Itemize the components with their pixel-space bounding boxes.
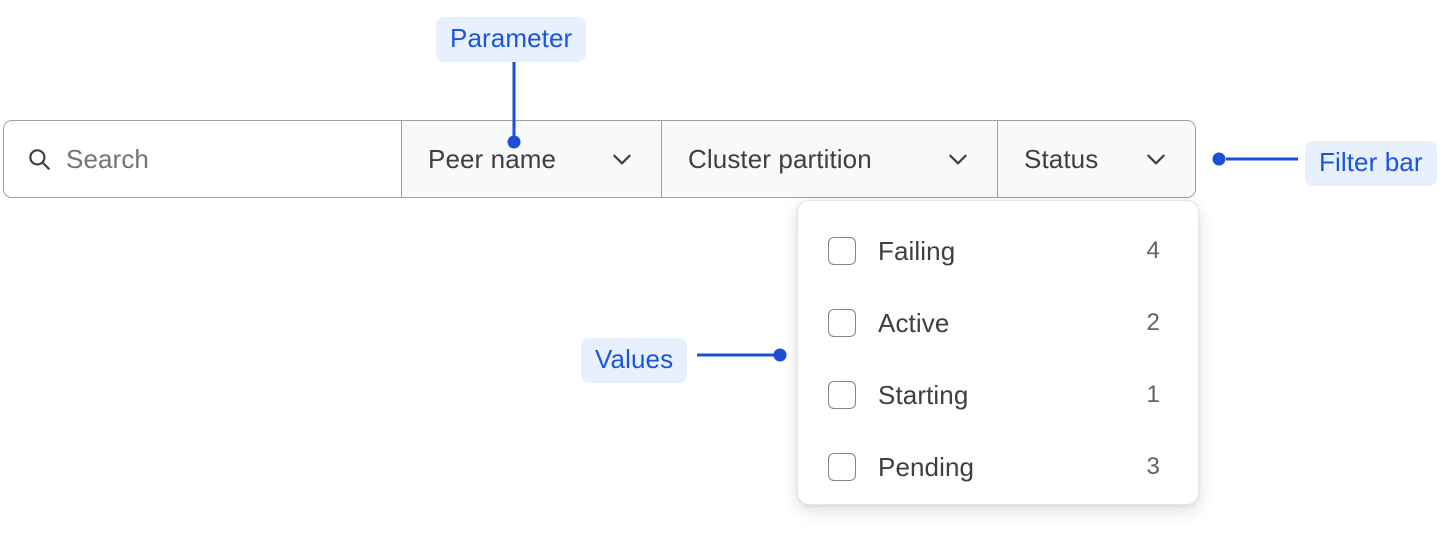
checkbox-starting[interactable] — [828, 381, 856, 409]
option-count-active: 2 — [1146, 309, 1160, 336]
checkbox-active[interactable] — [828, 309, 856, 337]
option-count-failing: 4 — [1146, 237, 1160, 264]
option-label-failing: Failing — [878, 235, 956, 266]
option-label-active: Active — [878, 307, 950, 338]
filter-bar: Search Peer name Cluster partition Statu… — [3, 120, 1196, 198]
checkbox-failing[interactable] — [828, 237, 856, 265]
list-item[interactable]: Pending 3 — [798, 431, 1198, 503]
option-label-pending: Pending — [878, 451, 975, 482]
option-count-starting: 1 — [1146, 381, 1160, 408]
search-icon — [26, 146, 52, 172]
filter-dropdown-cluster-partition[interactable]: Cluster partition — [662, 121, 998, 197]
annotation-label-parameter: Parameter — [436, 17, 587, 62]
search-input-placeholder[interactable]: Search — [66, 143, 149, 174]
filter-label-cluster-partition: Cluster partition — [688, 143, 872, 174]
filter-label-status: Status — [1024, 143, 1099, 174]
chevron-down-icon — [609, 146, 635, 172]
annotation-label-values: Values — [581, 338, 688, 383]
status-dropdown-panel: Failing 4 Active 2 Starting 1 Pending 3 — [797, 200, 1199, 505]
annotation-label-filter-bar: Filter bar — [1305, 141, 1437, 186]
chevron-down-icon — [1143, 146, 1169, 172]
filter-label-peer-name: Peer name — [428, 143, 557, 174]
checkbox-pending[interactable] — [828, 453, 856, 481]
filter-dropdown-status[interactable]: Status — [998, 121, 1195, 197]
annotation-dot-values — [773, 348, 787, 362]
chevron-down-icon — [945, 146, 971, 172]
search-field[interactable]: Search — [4, 121, 402, 197]
option-label-starting: Starting — [878, 379, 969, 410]
list-item[interactable]: Starting 1 — [798, 359, 1198, 431]
list-item[interactable]: Active 2 — [798, 287, 1198, 359]
annotation-dot-filter-bar — [1212, 152, 1226, 166]
filter-dropdown-peer-name[interactable]: Peer name — [402, 121, 662, 197]
list-item[interactable]: Failing 4 — [798, 215, 1198, 287]
option-count-pending: 3 — [1146, 453, 1160, 480]
